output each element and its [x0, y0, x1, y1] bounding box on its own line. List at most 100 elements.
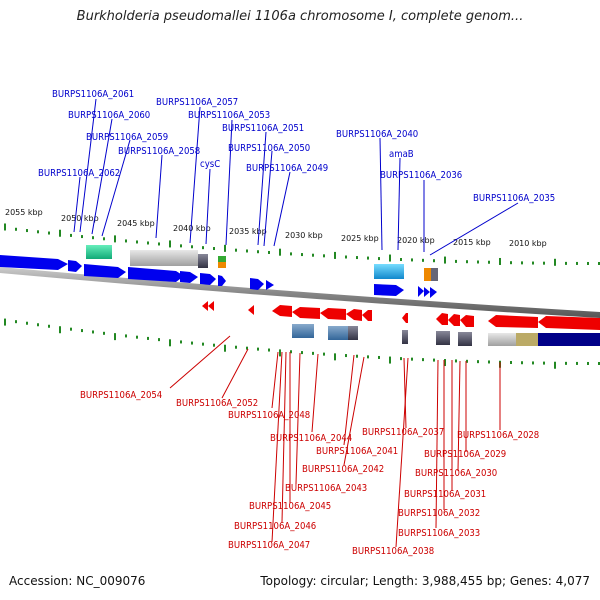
gene-label[interactable]: BURPS1106A_2040: [336, 129, 418, 140]
gene-arrow[interactable]: [208, 301, 214, 311]
gene-arrow[interactable]: [538, 316, 600, 330]
tick-mark: [257, 250, 259, 254]
scale-labels: 2055 kbp 2050 kbp 2045 kbp 2040 kbp 2035…: [5, 208, 547, 248]
tick-mark: [367, 355, 369, 359]
tick-mark: [334, 251, 336, 259]
gene-label[interactable]: BURPS1106A_2036: [380, 170, 462, 181]
scale-label: 2010 kbp: [509, 239, 547, 248]
misc-feature[interactable]: [198, 254, 208, 268]
tick-mark: [576, 361, 578, 365]
gene-label[interactable]: BURPS1106A_2033: [398, 528, 480, 539]
gene-arrow[interactable]: [200, 273, 216, 285]
gene-label[interactable]: BURPS1106A_2038: [352, 546, 434, 557]
tick-mark: [565, 361, 567, 365]
gene-arrow[interactable]: [346, 309, 362, 321]
gene-label[interactable]: BURPS1106A_2044: [270, 433, 352, 444]
gene-arrow[interactable]: [68, 260, 82, 272]
gene-label[interactable]: BURPS1106A_2042: [302, 464, 384, 475]
tick-mark: [532, 361, 534, 365]
gene-label[interactable]: BURPS1106A_2048: [228, 410, 310, 421]
tick-mark: [191, 245, 193, 249]
misc-feature[interactable]: [436, 331, 450, 345]
gene-label[interactable]: BURPS1106A_2053: [188, 110, 270, 121]
misc-feature[interactable]: [458, 332, 472, 346]
tick-mark: [92, 236, 94, 240]
tick-mark: [290, 350, 292, 354]
gene-label[interactable]: BURPS1106A_2047: [228, 540, 310, 551]
gene-label[interactable]: BURPS1106A_2029: [424, 449, 506, 460]
gene-arrow[interactable]: [0, 255, 68, 270]
bottom-gene-labels: [169, 335, 501, 548]
gene-label[interactable]: amaB: [389, 149, 414, 160]
gene-label[interactable]: BURPS1106A_2054: [80, 390, 162, 401]
gene-label[interactable]: BURPS1106A_2060: [68, 110, 150, 121]
gene-arrow[interactable]: [250, 278, 264, 290]
gene-arrow[interactable]: [84, 264, 126, 278]
misc-feature[interactable]: [488, 333, 516, 346]
misc-feature[interactable]: [292, 324, 314, 338]
tick-mark: [521, 261, 523, 265]
rna-feature[interactable]: [86, 245, 112, 259]
gene-label[interactable]: BURPS1106A_2052: [176, 398, 258, 409]
gene-label[interactable]: BURPS1106A_2062: [38, 168, 120, 179]
tick-mark: [114, 235, 116, 243]
tick-mark: [400, 258, 402, 261]
gene-label[interactable]: BURPS1106A_2051: [222, 123, 304, 134]
gene-arrow[interactable]: [320, 308, 346, 320]
gene-label[interactable]: BURPS1106A_2031: [404, 489, 486, 500]
gene-label[interactable]: BURPS1106A_2030: [415, 468, 497, 479]
gene-arrow[interactable]: [460, 315, 474, 327]
gene-arrow[interactable]: [248, 305, 254, 315]
gene-label[interactable]: BURPS1106A_2037: [362, 427, 444, 438]
gene-arrow[interactable]: [362, 310, 372, 321]
gene-arrow[interactable]: [374, 284, 404, 296]
gene-arrow[interactable]: [488, 315, 538, 328]
gene-label[interactable]: BURPS1106A_2058: [118, 146, 200, 157]
tick-mark: [422, 358, 424, 362]
misc-feature[interactable]: [348, 326, 358, 340]
gene-arrow[interactable]: [128, 267, 184, 282]
gene-arrow[interactable]: [448, 314, 460, 326]
misc-feature[interactable]: [130, 250, 198, 266]
gene-arrow[interactable]: [430, 287, 437, 298]
rna-feature[interactable]: [374, 264, 404, 279]
gene-arrow[interactable]: [202, 301, 208, 311]
misc-feature[interactable]: [218, 262, 226, 268]
gene-arrow[interactable]: [424, 287, 430, 297]
gene-arrow[interactable]: [266, 280, 274, 290]
tick-mark: [202, 342, 204, 346]
gene-arrow[interactable]: [218, 275, 226, 286]
gene-label[interactable]: BURPS1106A_2035: [473, 193, 555, 204]
gene-label[interactable]: BURPS1106A_2057: [156, 97, 238, 108]
gene-label[interactable]: BURPS1106A_2041: [316, 446, 398, 457]
misc-feature[interactable]: [538, 333, 600, 346]
tick-mark: [521, 361, 523, 365]
gene-label[interactable]: BURPS1106A_2049: [246, 163, 328, 174]
gene-arrow[interactable]: [272, 305, 292, 317]
misc-feature[interactable]: [516, 333, 538, 346]
gene-arrow[interactable]: [418, 286, 424, 297]
misc-feature[interactable]: [328, 326, 348, 340]
gene-arrow[interactable]: [292, 307, 320, 319]
gene-label[interactable]: BURPS1106A_2028: [457, 430, 539, 441]
gene-arrow[interactable]: [180, 271, 198, 283]
gene-label[interactable]: BURPS1106A_2043: [285, 483, 367, 494]
misc-feature[interactable]: [402, 330, 408, 344]
gene-label[interactable]: BURPS1106A_2046: [234, 521, 316, 532]
tick-mark: [26, 321, 28, 325]
gene-label[interactable]: BURPS1106A_2059: [86, 132, 168, 143]
tick-mark: [37, 323, 39, 327]
gene-label[interactable]: BURPS1106A_2061: [52, 89, 134, 100]
gene-label[interactable]: BURPS1106A_2045: [249, 501, 331, 512]
gene-arrow[interactable]: [402, 313, 408, 323]
gene-label[interactable]: cysC: [200, 159, 220, 170]
misc-feature[interactable]: [218, 256, 226, 262]
tick-mark: [543, 361, 545, 365]
tick-mark: [191, 341, 193, 345]
tick-mark: [125, 239, 127, 243]
tick-mark: [488, 360, 490, 364]
misc-feature[interactable]: [431, 268, 438, 281]
gene-arrow[interactable]: [436, 313, 448, 325]
gene-label[interactable]: BURPS1106A_2050: [228, 143, 310, 154]
gene-label[interactable]: BURPS1106A_2032: [398, 508, 480, 519]
